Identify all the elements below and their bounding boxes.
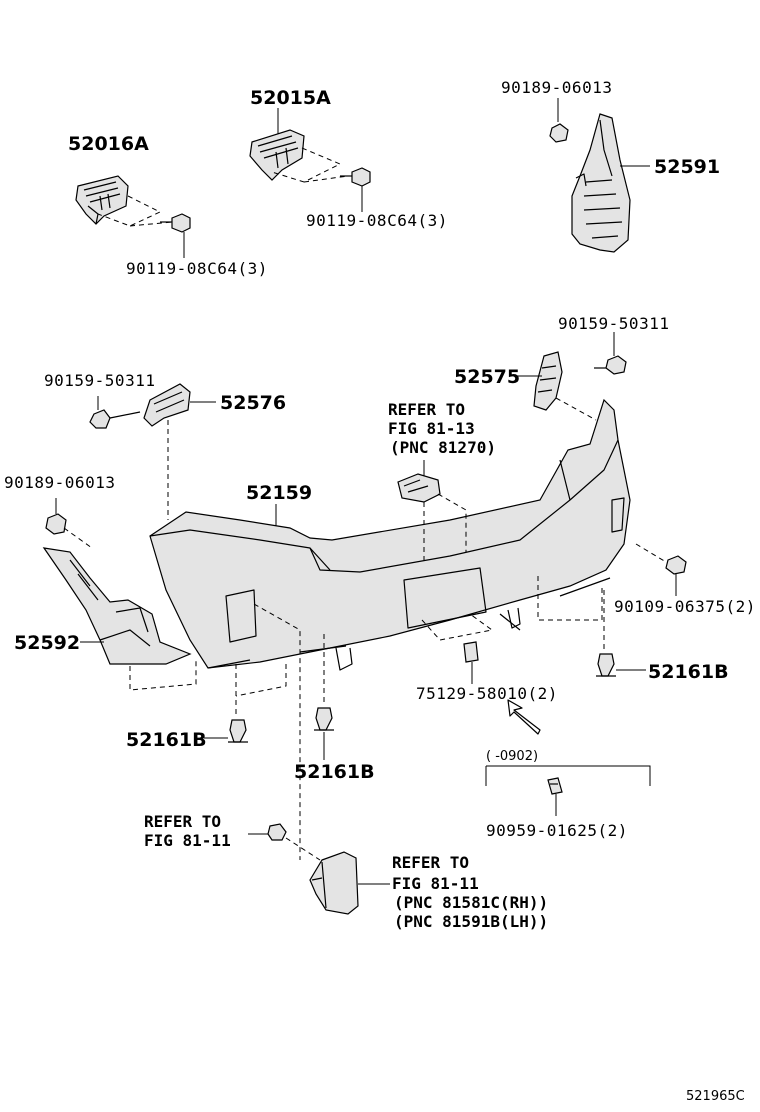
nut-90189-left[interactable] [45,513,67,535]
label-75129: 75129-58010(2) [416,684,558,703]
bolt-90109[interactable] [665,555,687,575]
clip-52161B-left[interactable] [228,719,248,743]
bracket-52015A[interactable] [249,129,305,181]
license-lamp-ref-81-13[interactable] [397,473,441,503]
label-90109: 90109-06375(2) [614,597,756,616]
label-52016A: 52016A [68,133,149,155]
bolt-90119-left[interactable] [160,213,191,233]
label-90189-left: 90189-06013 [4,473,115,492]
label-52591: 52591 [654,156,720,178]
refer-81-11b-line1: REFER TO [392,853,469,872]
label-52161B-center: 52161B [294,761,375,783]
figure-id: 521965C [686,1089,745,1104]
refer-81-13-line1: REFER TO [388,400,465,419]
clip-90959[interactable] [547,777,563,795]
bracket-52575[interactable] [533,351,563,411]
refer-81-11b-line4: (PNC 81591B(LH)) [394,912,548,931]
clip-52161B-center[interactable] [314,707,334,731]
label-52015A: 52015A [250,87,331,109]
bolt-90119-top[interactable] [340,167,371,187]
refer-81-11b-line3: (PNC 81581C(RH)) [394,893,548,912]
view-arrow [507,699,541,735]
nut-90189-top[interactable] [549,123,569,143]
refer-81-11b-line2: FIG 81-11 [392,874,479,893]
nut-ref-81-11[interactable] [267,823,287,841]
label-90119-left: 90119-08C64(3) [126,259,268,278]
bracket-52576[interactable] [143,383,191,427]
label-90189-top: 90189-06013 [501,78,612,97]
label-52576: 52576 [220,392,286,414]
bolt-90159-right[interactable] [594,355,627,375]
label-52159: 52159 [246,482,312,504]
label-52575: 52575 [454,366,520,388]
label-90959: 90959-01625(2) [486,821,628,840]
label-date-range: ( -0902) [486,749,538,764]
label-52161B-right: 52161B [648,661,729,683]
refer-81-11a-line1: REFER TO [144,812,221,831]
mudguard-52592[interactable] [42,547,192,665]
plate-75129[interactable] [463,641,479,663]
label-90159-right: 90159-50311 [558,314,669,333]
label-52592: 52592 [14,632,80,654]
label-52161B-left: 52161B [126,729,207,751]
bracket-52016A[interactable] [75,175,129,225]
refer-81-13-line2: FIG 81-13 [388,419,475,438]
mudguard-52591[interactable] [571,113,631,253]
bolt-90159-left[interactable] [89,409,141,429]
label-90159-left: 90159-50311 [44,371,155,390]
lamp-ref-81-11[interactable] [309,851,359,915]
label-90119-top: 90119-08C64(3) [306,211,448,230]
clip-52161B-right[interactable] [596,653,616,677]
rear-bumper-52159[interactable] [149,398,631,671]
refer-81-11a-line2: FIG 81-11 [144,831,231,850]
refer-81-13-line3: (PNC 81270) [390,438,496,457]
